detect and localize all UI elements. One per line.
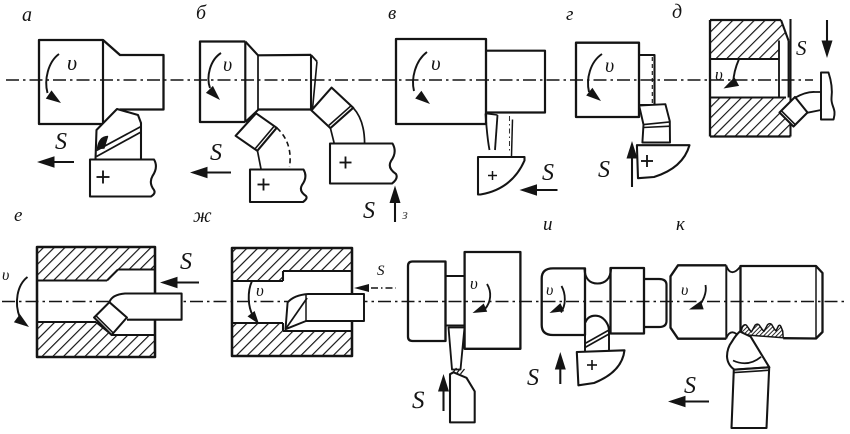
- svg-text:г: г: [566, 4, 573, 25]
- svg-text:S: S: [377, 263, 385, 279]
- svg-text:S: S: [55, 129, 67, 155]
- svg-text:υ: υ: [715, 65, 723, 84]
- svg-text:в: в: [388, 3, 396, 24]
- svg-text:S: S: [180, 249, 192, 275]
- svg-text:S: S: [363, 198, 375, 224]
- svg-text:е: е: [14, 205, 22, 226]
- svg-text:ж: ж: [193, 205, 212, 227]
- svg-text:υ: υ: [546, 282, 553, 299]
- svg-text:д: д: [672, 1, 682, 23]
- svg-text:б: б: [196, 2, 207, 24]
- svg-text:υ: υ: [2, 267, 9, 284]
- svg-text:S: S: [210, 140, 222, 166]
- svg-text:S: S: [598, 157, 610, 183]
- svg-text:S: S: [542, 160, 554, 186]
- svg-text:υ: υ: [67, 50, 77, 75]
- svg-text:υ: υ: [223, 54, 232, 76]
- svg-text:υ: υ: [681, 282, 688, 299]
- svg-text:υ: υ: [431, 51, 441, 75]
- svg-text:S: S: [527, 365, 539, 391]
- svg-text:υ: υ: [605, 55, 614, 77]
- svg-text:υ: υ: [256, 281, 264, 300]
- svg-text:з: з: [401, 207, 408, 223]
- svg-text:S: S: [796, 36, 807, 60]
- svg-text:и: и: [543, 214, 553, 235]
- svg-text:к: к: [676, 214, 686, 235]
- svg-text:S: S: [412, 387, 425, 414]
- svg-text:S: S: [684, 373, 696, 399]
- svg-text:а: а: [22, 4, 32, 26]
- svg-text:υ: υ: [470, 274, 478, 293]
